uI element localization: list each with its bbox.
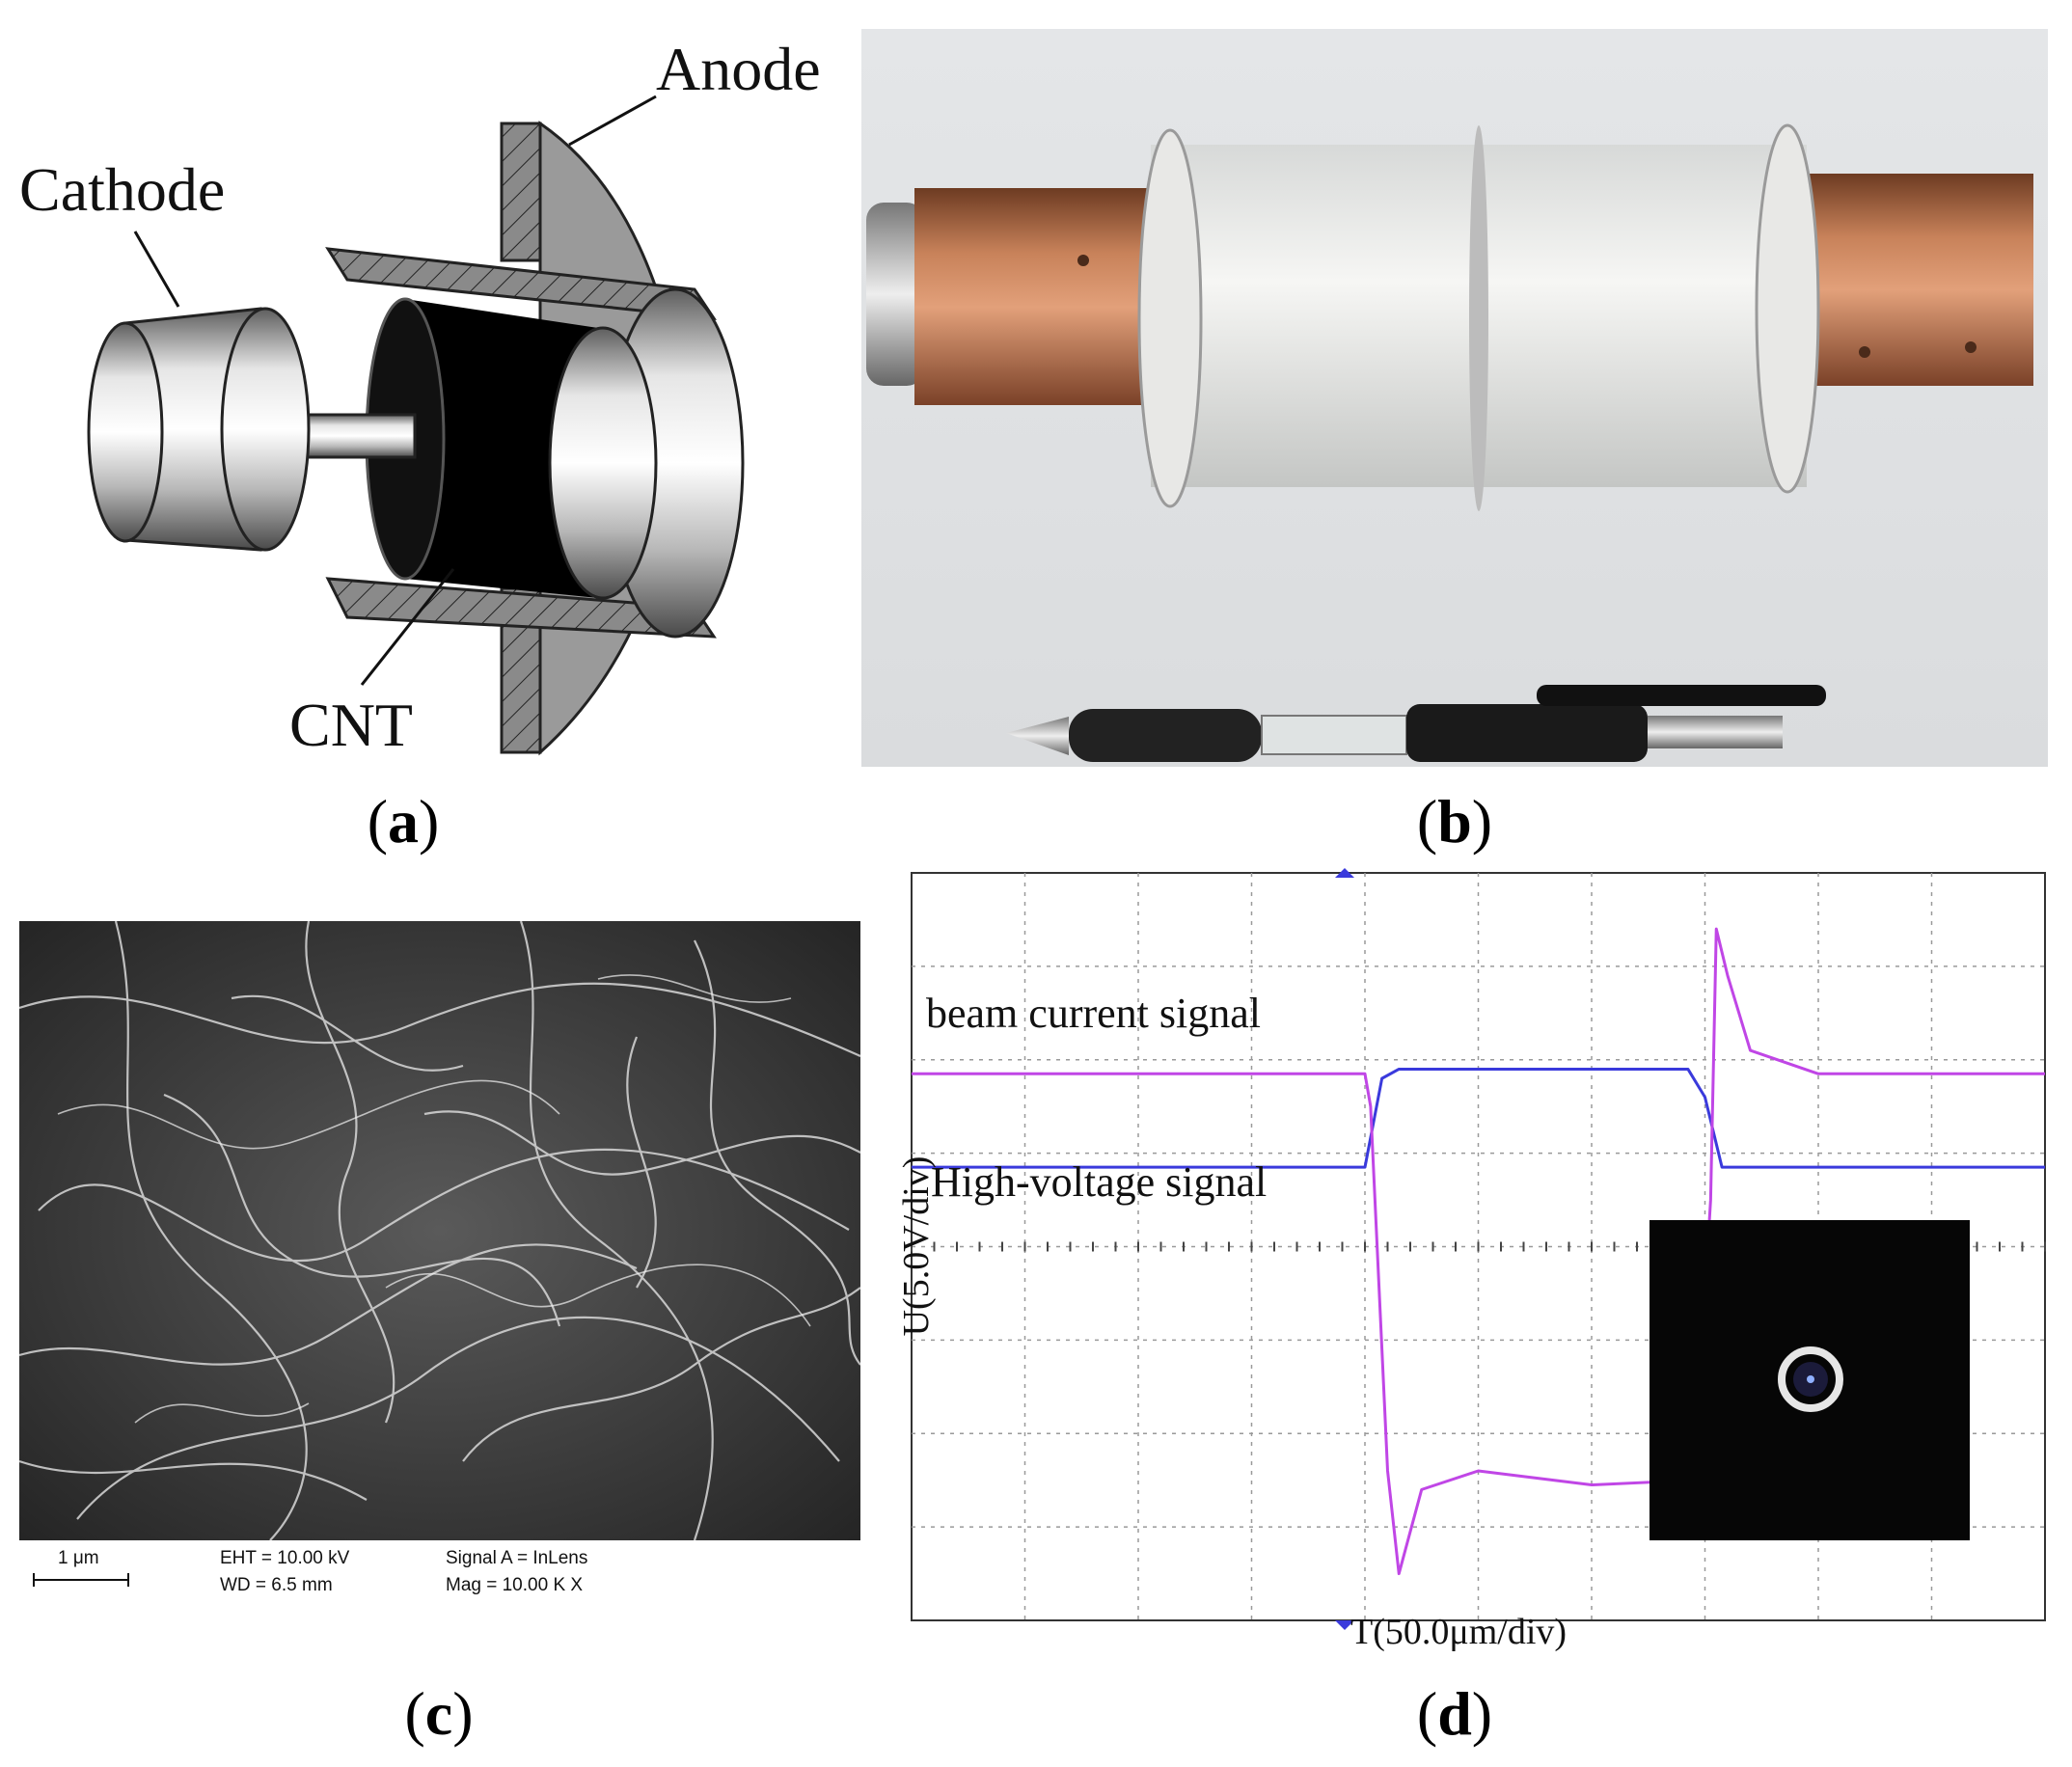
trigger-marker-bottom xyxy=(1335,1620,1354,1630)
electron-gun-and-pen-photo xyxy=(866,123,2033,762)
sem-info-bar: 1 μm EHT = 10.00 kV WD = 6.5 mm Signal A… xyxy=(19,1540,860,1608)
trigger-marker-top xyxy=(1335,868,1354,878)
mag-readout: Mag = 10.00 K X xyxy=(446,1575,584,1595)
beam-current-trace xyxy=(912,927,2045,1576)
beam-spot-inset xyxy=(1649,1220,1970,1540)
high-voltage-trace xyxy=(912,1067,2045,1169)
scale-bar-label: 1 μm xyxy=(58,1548,99,1568)
beam-current-label: beam current signal xyxy=(926,990,1261,1037)
panel-d-oscilloscope: beam current signal High-voltage signal … xyxy=(896,868,2050,1652)
y-axis-label: U(5.0V/div) xyxy=(896,1155,937,1337)
wd-readout: WD = 6.5 mm xyxy=(220,1575,333,1595)
x-axis-label: T(50.0μm/div) xyxy=(1350,1612,1568,1652)
electron-gun-cutaway-drawing xyxy=(87,95,745,756)
panel-c-sem-image xyxy=(19,921,860,1540)
cathode-label: Cathode xyxy=(19,155,226,224)
oscilloscope-plot xyxy=(911,868,2046,1630)
caption-b: (b) xyxy=(1416,787,1493,856)
panel-a-diagram: Anode Cathode CNT xyxy=(0,0,868,791)
eht-readout: EHT = 10.00 kV xyxy=(220,1548,350,1568)
scale-bar xyxy=(33,1579,129,1581)
panel-b-photo xyxy=(861,29,2048,767)
caption-a: (a) xyxy=(367,787,440,856)
scale-bar-right-tick xyxy=(127,1573,129,1587)
cnt-label: CNT xyxy=(289,691,413,759)
high-voltage-label: High-voltage signal xyxy=(931,1158,1268,1206)
anode-label: Anode xyxy=(656,35,821,103)
scale-bar-left-tick xyxy=(33,1573,35,1587)
signal-readout: Signal A = InLens xyxy=(446,1548,588,1568)
caption-d: (d) xyxy=(1416,1679,1493,1748)
caption-c: (c) xyxy=(404,1679,474,1748)
carbon-nanotube-micrograph xyxy=(19,921,860,1540)
